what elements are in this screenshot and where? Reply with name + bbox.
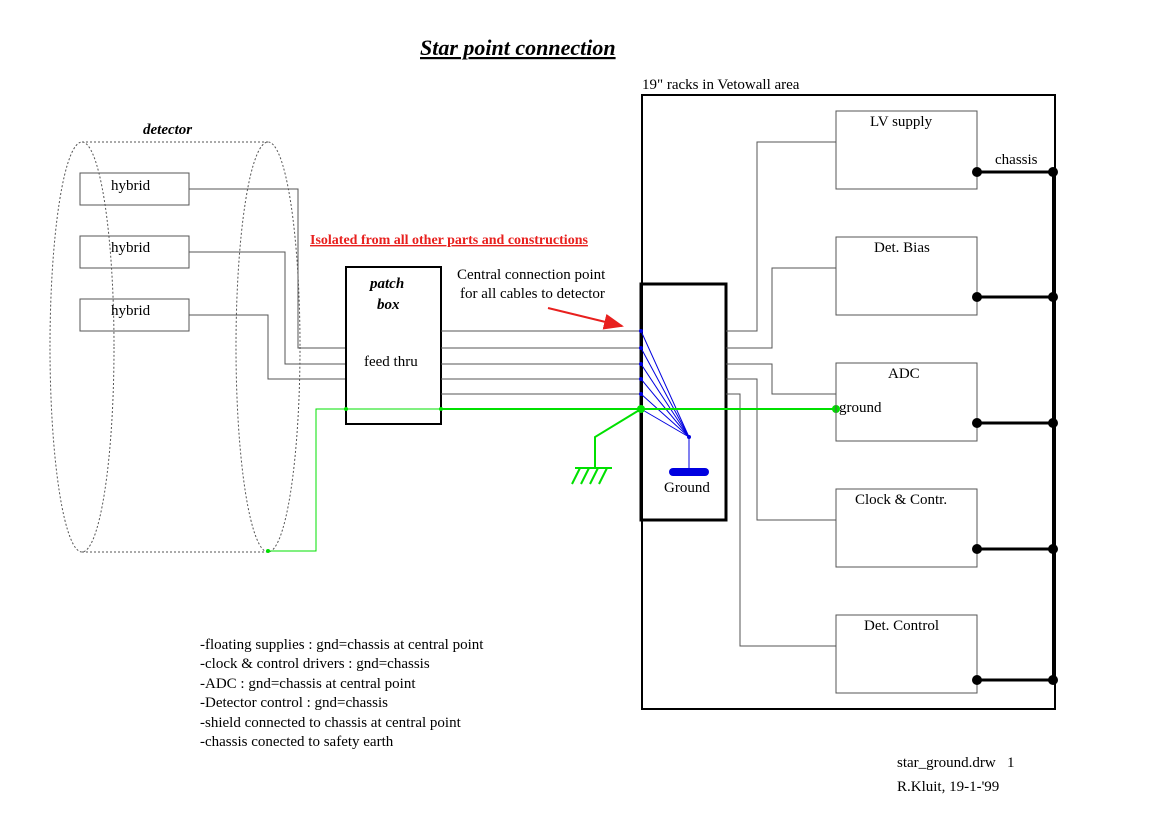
star-wires — [639, 329, 691, 468]
hybrid-label: hybrid — [111, 240, 151, 256]
module-lv-supply: LV supply — [835, 110, 978, 190]
central-point-label-1: Central connection point — [457, 267, 606, 283]
central-point-arrow — [547, 307, 624, 330]
hybrid-2: hybrid — [79, 235, 190, 269]
module-label: ADC — [888, 366, 920, 382]
note-item: -ADC : gnd=chassis at central point — [200, 676, 416, 692]
isolation-note: Isolated from all other parts and constr… — [310, 233, 588, 248]
central-to-module-cables — [726, 141, 836, 647]
patch-box-label-2: box — [377, 297, 400, 313]
module-label: Det. Bias — [874, 240, 930, 256]
central-point-label-2: for all cables to detector — [460, 286, 605, 302]
module-label: Clock & Contr. — [855, 492, 947, 508]
patch-box-label: patch — [368, 276, 404, 292]
note-item: -Detector control : gnd=chassis — [200, 695, 388, 711]
note-item: -shield connected to chassis at central … — [200, 715, 462, 731]
patch-box — [345, 266, 442, 425]
notes-list: -floating supplies : gnd=chassis at cent… — [200, 637, 484, 750]
ground-bar — [669, 468, 709, 476]
ground-label: Ground — [664, 480, 710, 496]
note-item: -floating supplies : gnd=chassis at cent… — [200, 637, 484, 653]
feed-thru-label: feed thru — [364, 354, 418, 370]
hybrid-label: hybrid — [111, 303, 151, 319]
footer-filename: star_ground.drw 1 — [897, 755, 1014, 771]
adc-ground-label: ground — [839, 400, 882, 416]
module-label: LV supply — [870, 114, 933, 130]
detector-label: detector — [143, 122, 192, 138]
module-label: Det. Control — [864, 618, 939, 634]
module-clock-contr: Clock & Contr. — [835, 488, 978, 568]
module-det-control: Det. Control — [835, 614, 978, 694]
note-item: -clock & control drivers : gnd=chassis — [200, 656, 430, 672]
module-adc: ADC ground — [835, 362, 978, 442]
hybrid-cables — [189, 188, 346, 380]
patch-to-central-cables — [441, 330, 641, 395]
hybrid-3: hybrid — [79, 298, 190, 332]
module-det-bias: Det. Bias — [835, 236, 978, 316]
page-title: Star point connection — [420, 35, 616, 60]
note-item: -chassis conected to safety earth — [200, 734, 394, 750]
chassis-bus — [972, 167, 1058, 685]
hybrid-1: hybrid — [79, 172, 190, 206]
shield-ground-wire — [266, 405, 840, 553]
central-connection-box — [639, 282, 728, 522]
footer-author: R.Kluit, 19-1-'99 — [897, 779, 999, 795]
earth-symbol — [571, 408, 642, 485]
chassis-label: chassis — [995, 152, 1038, 168]
hybrid-label: hybrid — [111, 178, 151, 194]
detector-cylinder — [49, 141, 301, 553]
rack-title: 19" racks in Vetowall area — [642, 77, 800, 93]
